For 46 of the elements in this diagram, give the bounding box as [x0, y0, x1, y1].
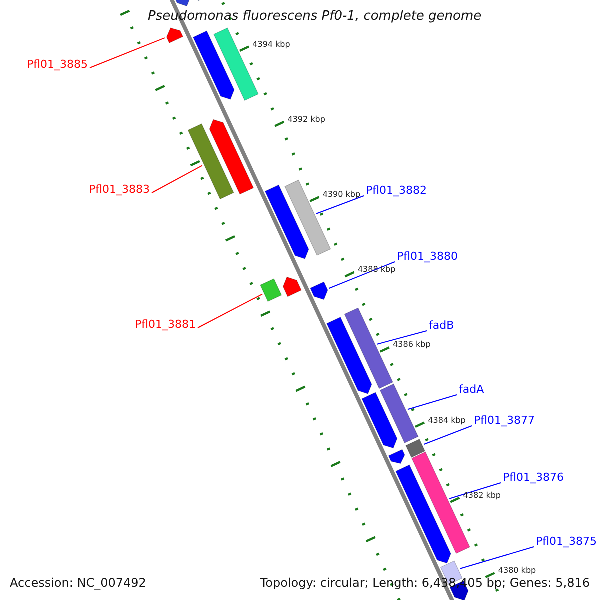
leader-line — [460, 546, 534, 570]
scale-label: 4390 kbp — [322, 191, 361, 200]
gene-bar — [388, 449, 406, 464]
leader-line — [407, 394, 458, 410]
gene-label: fadB — [429, 320, 454, 332]
gene-label: Pfl01_3881 — [135, 319, 196, 332]
scale-label: 4388 kbp — [358, 266, 396, 275]
leader-line — [449, 482, 502, 500]
gene-label: Pfl01_3876 — [503, 472, 564, 484]
title: Pseudomonas fluorescens Pf0-1, complete genome — [148, 10, 482, 24]
gene-bar — [264, 184, 310, 260]
gene-bar — [193, 30, 235, 100]
gene-bar — [326, 317, 372, 394]
scale-label: 4386 kbp — [393, 341, 431, 350]
gene-label: Pfl01_3877 — [474, 415, 536, 428]
gene-bar — [209, 119, 254, 195]
leader-line — [376, 330, 428, 345]
scale-label: 4394 kbp — [252, 40, 290, 50]
scale-label: 4382 kbp — [463, 492, 501, 501]
scale-label: 4380 kbp — [498, 566, 536, 576]
footer-text: Topology: circular; Length: 6,438,405 bp; Genes: 5,816 — [260, 576, 590, 590]
gene-label: fadA — [459, 384, 484, 396]
gene-label: Pfl01_3875 — [536, 536, 598, 548]
gene-bar — [380, 384, 419, 444]
leader-line — [198, 294, 263, 328]
gene-bar — [188, 124, 234, 200]
leader-line — [90, 38, 166, 68]
gene-label: Pfl01_3882 — [366, 185, 428, 198]
leader-line — [316, 196, 364, 214]
leader-line — [328, 262, 396, 289]
leader-line — [424, 426, 472, 445]
gene-bar — [310, 282, 328, 300]
gene-bar — [166, 28, 184, 44]
scale-label: 4384 kbp — [428, 416, 466, 426]
gene-bar — [362, 392, 398, 449]
gene-bar — [396, 464, 452, 564]
scale-label: 4392 kbp — [288, 116, 326, 125]
leader-line — [152, 165, 203, 194]
gene-label: Pfl01_3883 — [89, 184, 150, 196]
gene-label: Pfl01_3880 — [397, 251, 458, 264]
gene-bar — [260, 278, 282, 302]
gene-bar — [282, 276, 302, 298]
gene-bar — [406, 439, 426, 458]
footer-text: Accession: NC_007492 — [10, 576, 146, 590]
gene-bar — [344, 308, 394, 390]
gene-label: Pfl01_3885 — [27, 59, 88, 72]
